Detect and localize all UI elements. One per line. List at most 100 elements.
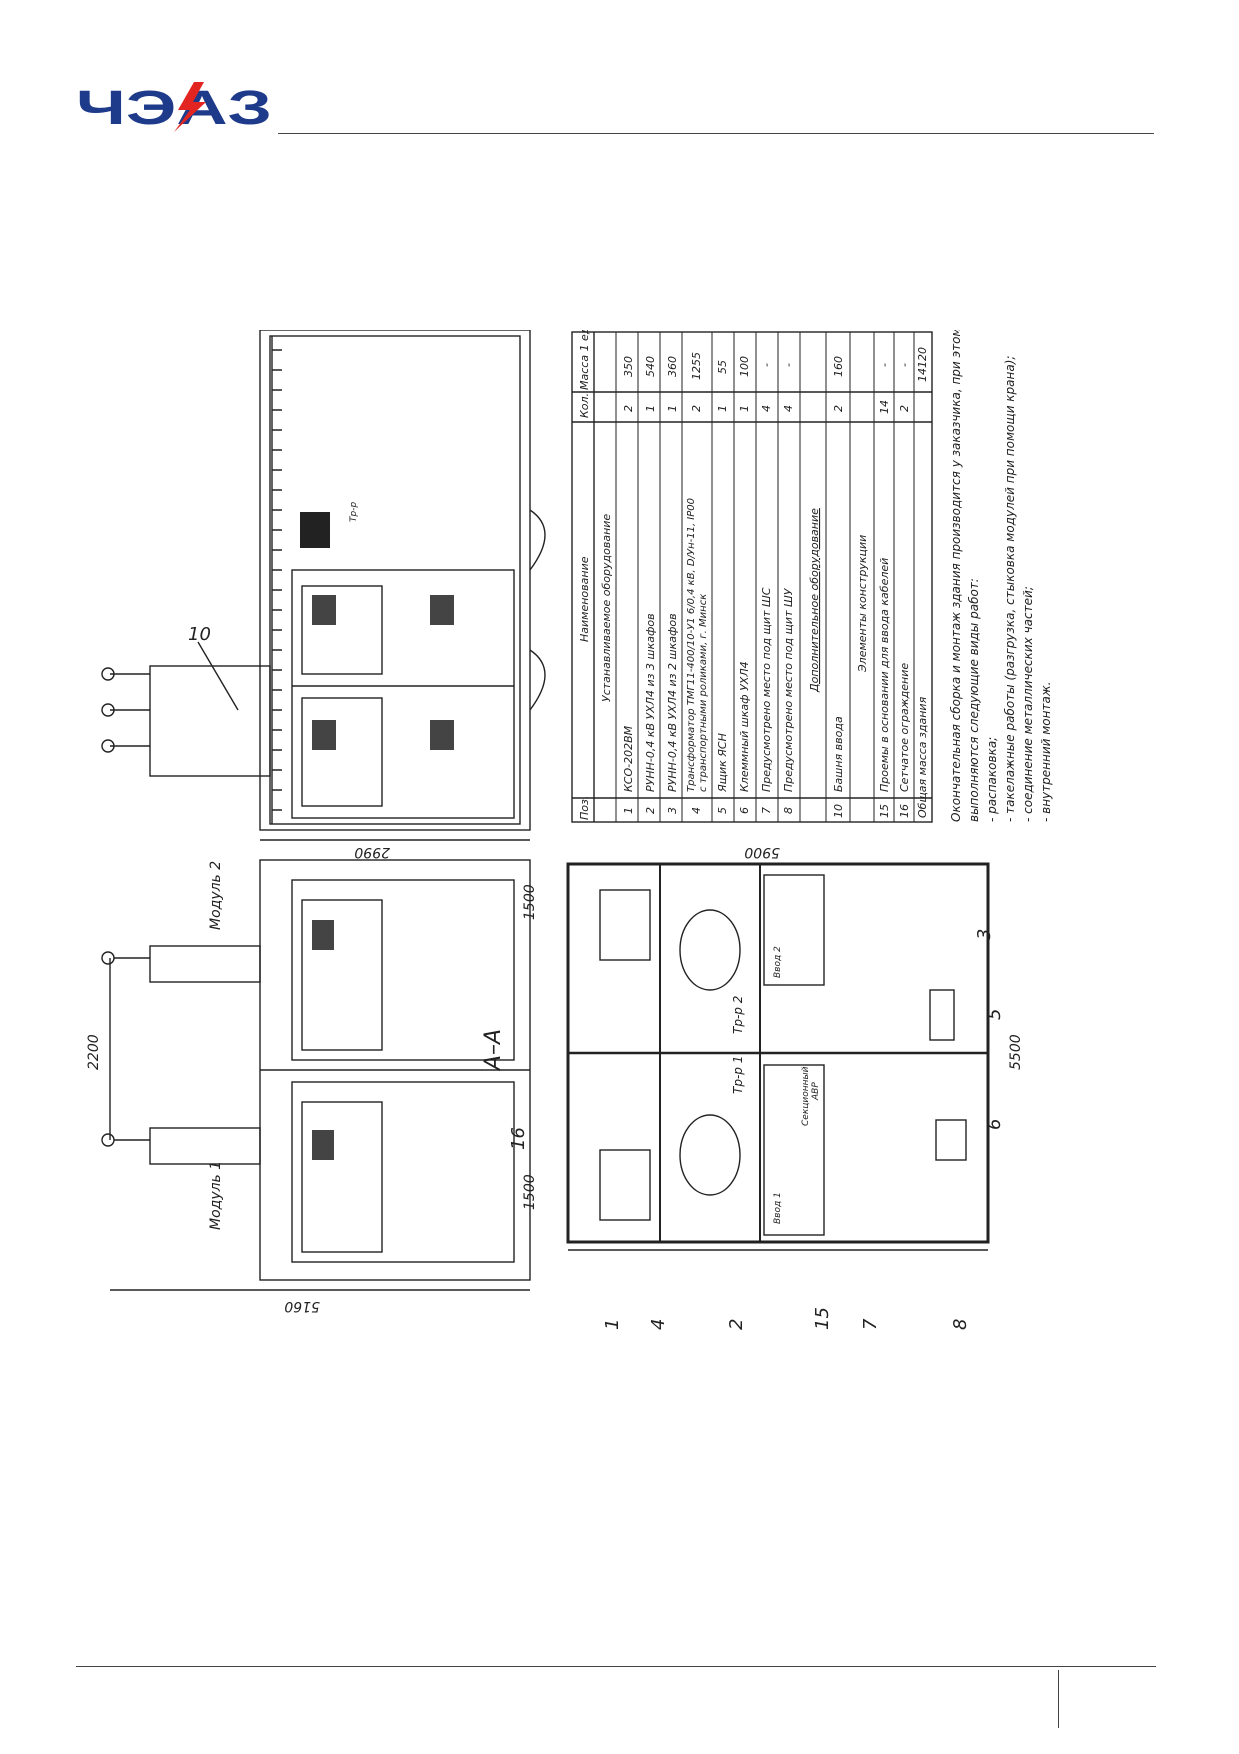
row-2-qty: 1 — [644, 405, 657, 412]
notes-item-4: - внутренний монтаж. — [1039, 682, 1053, 822]
company-logo: ЧЭАЗ — [76, 82, 272, 132]
label-vvod2: Ввод 2 — [773, 946, 783, 978]
dim-input-spacing: 2200 — [86, 1034, 102, 1070]
row-10-mass: 160 — [832, 356, 845, 377]
row-6-qty: 1 — [738, 405, 751, 412]
footer-rule — [76, 1666, 1156, 1667]
total-value: 14120 — [916, 347, 929, 382]
label-trp: Тр-р — [349, 502, 359, 522]
row-8-qty: 4 — [782, 405, 795, 412]
spec-table: Поз. Наименование Кол. Масса 1 ед., кг У… — [571, 330, 933, 823]
row-7-mass: - — [760, 363, 773, 367]
row-3-qty: 1 — [666, 405, 679, 412]
callout-2: 2 — [726, 1319, 747, 1330]
callout-6: 6 — [984, 1119, 1005, 1130]
row-15-pos: 15 — [878, 804, 891, 818]
callout-4: 4 — [648, 1319, 669, 1330]
row-10-qty: 2 — [832, 405, 845, 412]
th-pos: Поз. — [578, 796, 591, 820]
row-10-pos: 10 — [832, 804, 845, 818]
th-name: Наименование — [578, 556, 591, 642]
label-avr: АВР — [811, 1082, 821, 1101]
row-6-pos: 6 — [738, 807, 751, 814]
row-2-mass: 540 — [644, 356, 657, 377]
row-1-mass: 350 — [622, 356, 635, 377]
row-5-mass: 55 — [716, 360, 729, 374]
header-rule — [278, 133, 1154, 134]
callout-10: 10 — [188, 624, 211, 645]
row-1-name: КСО-202ВМ — [622, 725, 635, 792]
callout-8: 8 — [950, 1319, 971, 1330]
lightning-bolt-icon — [174, 82, 206, 132]
row-16-pos: 16 — [898, 804, 911, 818]
row-1-qty: 2 — [622, 405, 635, 412]
row-8-mass: - — [782, 363, 795, 367]
notes-item-3: - соединение металлических частей; — [1021, 586, 1035, 822]
dim-plan-width: 5500 — [1008, 1034, 1024, 1070]
th-mass: Масса 1 ед., кг — [578, 330, 591, 390]
row-7-qty: 4 — [760, 405, 773, 412]
row-2-name: РУНН-0,4 кВ УХЛ4 из 3 шкафов — [644, 613, 657, 792]
vent-grille — [312, 595, 454, 750]
row-5-qty: 1 — [716, 405, 729, 412]
notes-item-1: - распаковка; — [985, 737, 999, 822]
module-1-label: Модуль 1 — [208, 1161, 224, 1230]
row-7-name: Предусмотрено место под щит ШС — [760, 587, 773, 792]
callout-3: 3 — [974, 929, 995, 940]
row-2-pos: 2 — [644, 807, 657, 814]
row-3-mass: 360 — [666, 356, 679, 377]
row-10-name: Башня ввода — [832, 716, 845, 792]
dim-top-height: 2990 — [354, 844, 390, 860]
notes-intro2: выполняются следующие виды работ: — [967, 578, 981, 822]
front-view: Модуль 1 Модуль 2 2200 5160 — [86, 859, 531, 1314]
label-vvod1: Ввод 1 — [773, 1192, 783, 1224]
label-sect: Секционный — [801, 1066, 811, 1126]
row-4-mass: 1255 — [690, 352, 703, 380]
notes-intro: Окончательная сборка и монтаж здания про… — [949, 330, 963, 822]
row-4-name2: с транспортными роликами, г. Минск — [698, 594, 709, 792]
row-1-pos: 1 — [622, 807, 635, 814]
plan-section-aa: А–А Тр-р 1 Тр-р 2 Ввод 1 Ввод 2 Секционн… — [349, 502, 1024, 1330]
section-additional: Дополнительное оборудование — [808, 508, 821, 693]
section-elements: Элементы конструкции — [856, 535, 869, 673]
logo-text: ЧЭАЗ — [76, 82, 272, 132]
row-6-name: Клеммный шкаф УХЛ4 — [738, 661, 751, 792]
callout-5: 5 — [984, 1009, 1005, 1020]
row-6-mass: 100 — [738, 356, 751, 377]
row-15-name: Проемы в основании для ввода кабелей — [878, 558, 891, 792]
row-4-qty: 2 — [690, 405, 703, 412]
notes-item-2: - такелажные работы (разгрузка, стыковка… — [1003, 356, 1017, 822]
row-7-pos: 7 — [760, 807, 773, 814]
dim-right-bay: 1500 — [522, 884, 538, 920]
row-8-name: Предусмотрено место под щит ШУ — [782, 587, 795, 792]
callout-16: 16 — [508, 1127, 529, 1150]
callout-7: 7 — [860, 1318, 881, 1330]
module-2-label: Модуль 2 — [208, 861, 224, 930]
side-view: 2990 10 — [101, 330, 546, 860]
row-4-pos: 4 — [690, 807, 703, 814]
dim-left-bay: 1500 — [522, 1174, 538, 1210]
callout-1: 1 — [602, 1319, 623, 1330]
row-16-mass: - — [898, 363, 911, 367]
dim-front-width: 5160 — [284, 1298, 320, 1314]
row-16-name: Сетчатое ограждение — [898, 663, 911, 792]
row-16-qty: 2 — [898, 405, 911, 412]
dim-plan-depth: 5900 — [744, 844, 780, 860]
callout-15: 15 — [812, 1307, 833, 1330]
footer-tick — [1058, 1670, 1059, 1728]
section-installed: Устанавливаемое оборудование — [600, 514, 613, 702]
row-3-pos: 3 — [666, 807, 679, 814]
row-8-pos: 8 — [782, 807, 795, 814]
label-tr1: Тр-р 1 — [731, 1056, 745, 1094]
row-15-mass: - — [878, 363, 891, 367]
section-label: А–А — [481, 1029, 506, 1072]
assembly-notes: Окончательная сборка и монтаж здания про… — [949, 330, 1053, 822]
row-3-name: РУНН-0,4 кВ УХЛ4 из 2 шкафов — [666, 613, 679, 792]
label-tr2: Тр-р 2 — [731, 996, 745, 1034]
technical-drawing: 2990 10 Модуль 1 Модуль 2 2200 5160 — [86, 330, 1053, 1330]
row-15-qty: 14 — [878, 400, 891, 414]
row-5-pos: 5 — [716, 807, 729, 814]
th-qty: Кол. — [578, 393, 591, 418]
total-label: Общая масса здания — [916, 696, 929, 818]
plan-callouts: 1 4 2 15 7 8 6 5 3 16 — [508, 929, 1005, 1330]
